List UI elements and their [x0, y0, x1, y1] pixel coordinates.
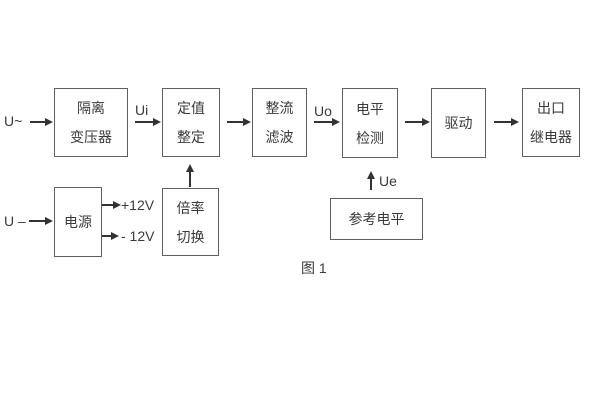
signal-label-ui: Ui: [135, 102, 149, 118]
block-output-relay: 出口 继电器: [522, 88, 580, 157]
signal-label-uo: Uo: [314, 103, 332, 119]
figure-caption: 图 1: [301, 260, 327, 276]
block-isolation-transformer-line2: 变压器: [70, 129, 112, 145]
signal-label-ue: Ue: [379, 173, 397, 189]
block-ratio-switch-line1: 倍率: [176, 199, 205, 216]
block-rectify-filter-line1: 整流: [265, 100, 294, 116]
arrow-ac-input-icon: [30, 118, 53, 125]
arrow-drive-to-relay-icon: [494, 118, 519, 125]
arrow-plus12v-icon: [102, 201, 121, 208]
block-power-supply-line1: 电源: [64, 214, 92, 230]
block-isolation-transformer-line1: 隔离: [77, 100, 105, 116]
signal-label-plus12v: +12V: [121, 197, 155, 213]
block-output-relay-line2: 继电器: [530, 129, 572, 145]
block-drive: 驱动: [431, 88, 486, 158]
arrow-minus12v-icon: [102, 232, 119, 239]
block-reference-level: 参考电平: [330, 198, 423, 240]
arrow-setting-to-rectify-icon: [227, 118, 251, 125]
block-rectify-filter: 整流 滤波: [252, 88, 307, 157]
signal-label-minus12v: - 12V: [121, 228, 155, 244]
arrow-ratio-to-setting-icon: [186, 164, 193, 187]
block-level-detect-line2: 检测: [356, 129, 384, 146]
arrow-ui-signal-icon: [135, 118, 161, 125]
arrow-level-to-drive-icon: [405, 118, 430, 125]
block-power-supply: 电源: [54, 187, 102, 257]
arrow-dc-input-icon: [29, 217, 53, 224]
block-rectify-filter-line2: 滤波: [265, 129, 294, 145]
input-label-dc: U –: [4, 213, 26, 229]
block-level-detect: 电平 检测: [342, 88, 398, 158]
arrow-uo-signal-icon: [314, 118, 340, 125]
block-drive-line1: 驱动: [444, 115, 473, 131]
block-value-setting-line1: 定值: [177, 100, 205, 116]
block-ratio-switch-line2: 切换: [176, 228, 205, 245]
block-level-detect-line1: 电平: [356, 100, 384, 117]
block-reference-level-line1: 参考电平: [348, 211, 405, 227]
block-isolation-transformer: 隔离 变压器: [54, 88, 128, 157]
block-output-relay-line1: 出口: [537, 100, 565, 116]
block-value-setting-line2: 整定: [177, 129, 205, 145]
block-ratio-switch: 倍率 切换: [162, 188, 219, 256]
input-label-ac: U~: [4, 113, 23, 129]
arrow-ue-signal-icon: [367, 171, 374, 190]
block-value-setting: 定值 整定: [162, 88, 220, 157]
